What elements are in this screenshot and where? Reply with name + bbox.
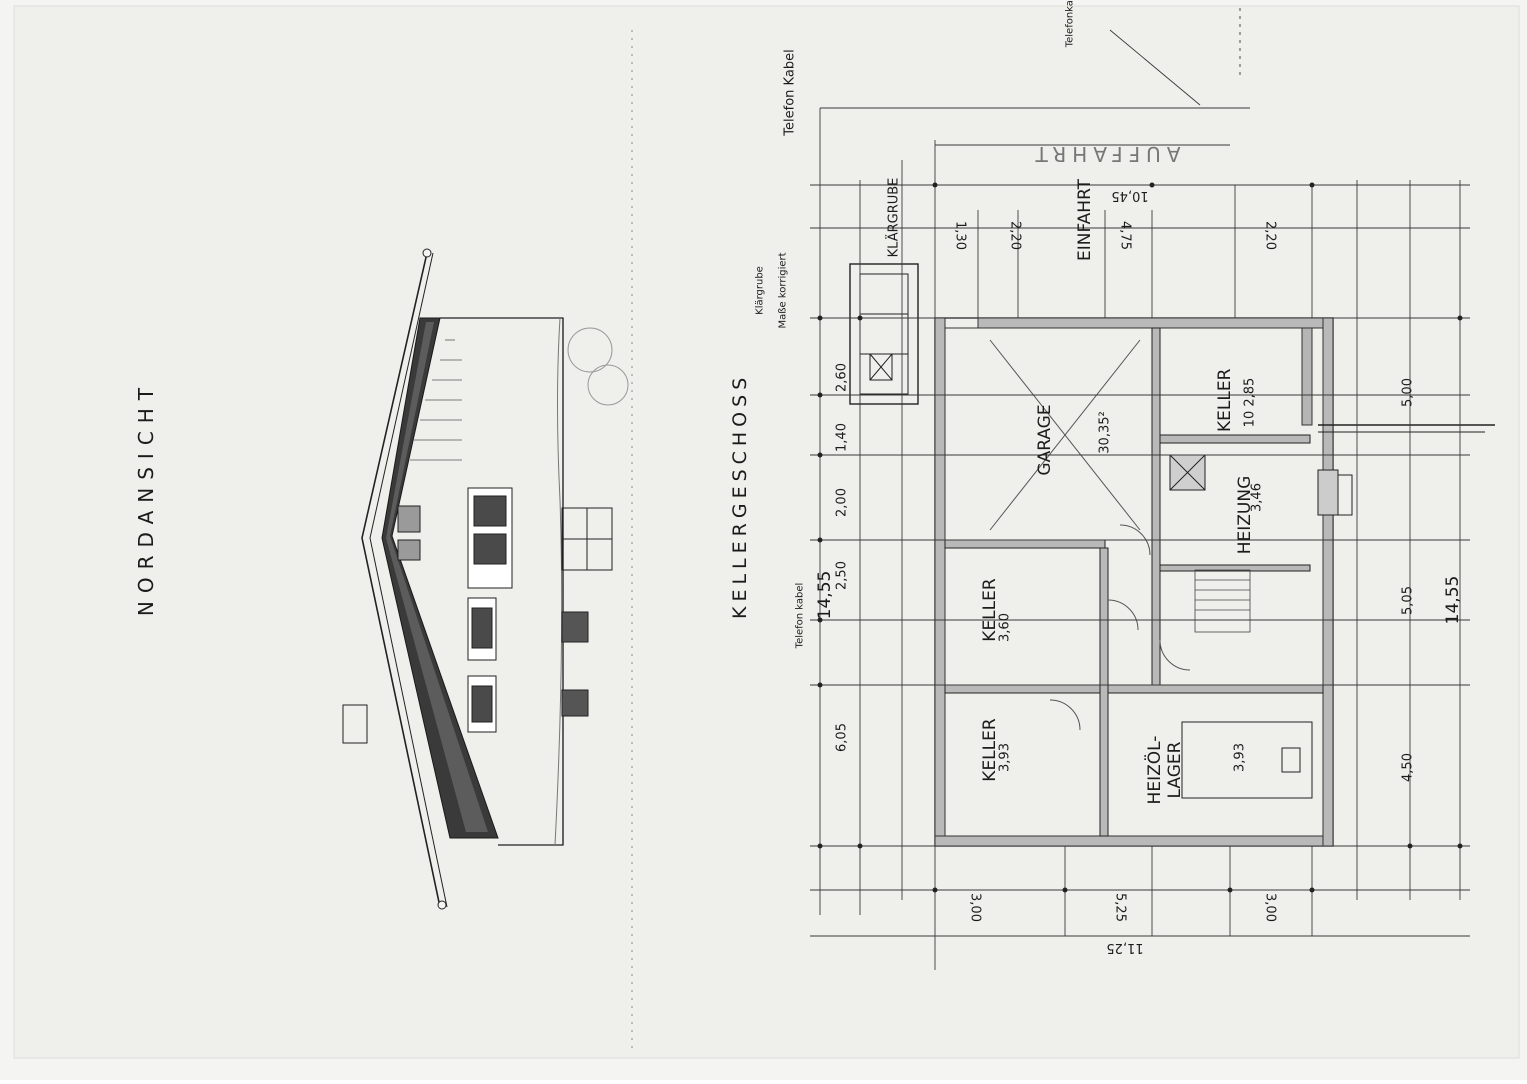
dim-bottom-total: 11,25 xyxy=(1106,940,1144,955)
dim-left-2: 1,40 xyxy=(834,423,850,452)
room-area-garage: 30,35² xyxy=(1097,411,1113,454)
note-klaergrube-2: Maße korrigiert xyxy=(777,252,789,329)
dim-right-total: 14,55 xyxy=(1443,575,1463,625)
label-klaergrube: KLÄRGRUBE xyxy=(886,177,902,258)
basement-title: KELLERGESCHOSS xyxy=(729,372,751,619)
room-dims-keller-mid: 3,60 xyxy=(997,613,1013,642)
dim-bottom-3: 3,00 xyxy=(1262,893,1278,922)
room-area-keller-top: 10 2,85 xyxy=(1242,377,1258,428)
north-elevation xyxy=(342,30,633,1050)
dim-top-2: 2,20 xyxy=(1007,221,1023,250)
dim-top-total: 10,45 xyxy=(1111,188,1149,203)
label-einfahrt: EINFAHRT xyxy=(1075,178,1095,262)
north-view-title: NORDANSICHT xyxy=(134,379,158,617)
dim-left-total: 14,55 xyxy=(815,570,835,620)
note-telefonkabel-left: Telefon kabel xyxy=(794,582,806,649)
grid-markers xyxy=(817,182,1463,893)
room-dims-heizol: 3,93 xyxy=(1232,743,1248,772)
room-area-heizung: 3,46 xyxy=(1249,483,1265,512)
dim-bottom-1: 3,00 xyxy=(967,893,983,922)
dim-top-4: 2,20 xyxy=(1262,221,1278,250)
dim-bottom-2: 5,25 xyxy=(1112,893,1128,922)
room-dims-keller-bottom: 3,93 xyxy=(997,743,1013,772)
dim-left-4: 2,50 xyxy=(834,561,850,590)
dim-left-1: 2,60 xyxy=(834,363,850,392)
dim-left-5: 6,05 xyxy=(834,723,850,752)
note-telefonkabel-top: Telefon Kabel xyxy=(782,49,798,136)
room-label-lager: LAGER xyxy=(1165,741,1185,799)
note-telefonkabel-corner: Telefonkab xyxy=(1064,0,1076,48)
room-label-heizol: HEIZÖL- xyxy=(1145,735,1165,805)
label-auffahrt: AUFFAHRT xyxy=(1029,142,1181,166)
note-klaergrube-1: Klärgrube xyxy=(754,266,766,315)
dim-right-3: 4,50 xyxy=(1400,753,1416,782)
dimension-grid xyxy=(810,8,1470,970)
dim-top-3: 4,75 xyxy=(1117,221,1133,250)
dim-right-2: 5,05 xyxy=(1400,586,1416,615)
dim-left-3: 2,00 xyxy=(834,488,850,517)
room-label-keller-top: KELLER xyxy=(1215,368,1235,432)
room-label-garage: GARAGE xyxy=(1035,404,1055,476)
dim-top-1: 1,30 xyxy=(952,221,968,250)
dim-right-1: 5,00 xyxy=(1400,378,1416,407)
